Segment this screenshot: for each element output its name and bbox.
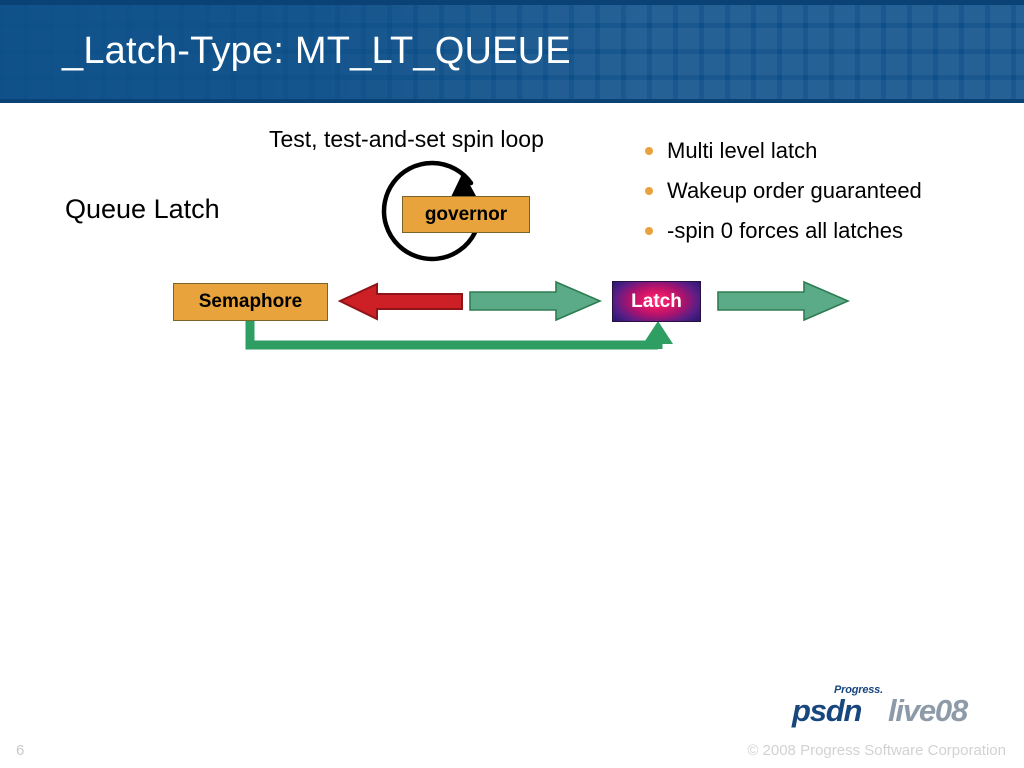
- node-governor-label: governor: [424, 203, 508, 225]
- queue-latch-label: Queue Latch: [65, 194, 220, 224]
- node-semaphore-label: Semaphore: [198, 291, 303, 312]
- list-item: Wakeup order guaranteed: [640, 171, 1024, 211]
- logo-live08-wordmark: live08: [888, 693, 968, 728]
- list-item-label: Wakeup order guaranteed: [667, 178, 922, 203]
- bullet-list: Multi level latch Wakeup order guarantee…: [640, 131, 1024, 251]
- list-item-label: -spin 0 forces all latches: [667, 218, 903, 243]
- green-feedback-connector-arrow: [245, 321, 673, 350]
- node-governor[interactable]: governor: [402, 196, 530, 233]
- header-top-rule: [0, 0, 1024, 5]
- green-right-arrow-icon: [469, 280, 603, 322]
- bullet-dot-icon: [645, 187, 653, 195]
- list-item: -spin 0 forces all latches: [640, 211, 1024, 251]
- green-right-arrow-outbound-icon: [717, 280, 851, 322]
- spin-loop-caption: Test, test-and-set spin loop: [269, 126, 544, 152]
- copyright-notice: © 2008 Progress Software Corporation: [747, 742, 1006, 759]
- node-latch[interactable]: Latch: [612, 281, 701, 322]
- node-latch-label: Latch: [631, 290, 682, 312]
- list-item-label: Multi level latch: [667, 138, 818, 163]
- header-bottom-rule: [0, 99, 1024, 103]
- logo-progress-wordmark: Progress.: [834, 684, 883, 696]
- red-left-arrow-icon: [337, 282, 463, 321]
- page-number: 6: [16, 742, 25, 759]
- bullet-dot-icon: [645, 147, 653, 155]
- psdn-live08-logo: Progress. psdn live08: [792, 684, 992, 728]
- logo-psdn-wordmark: psdn: [792, 693, 862, 728]
- bullet-dot-icon: [645, 227, 653, 235]
- header-grid-pattern: [0, 0, 1024, 103]
- list-item: Multi level latch: [640, 131, 1024, 171]
- slide-header-banner: [0, 0, 1024, 103]
- node-semaphore[interactable]: Semaphore: [173, 283, 328, 321]
- page-title: _Latch-Type: MT_LT_QUEUE: [62, 30, 571, 72]
